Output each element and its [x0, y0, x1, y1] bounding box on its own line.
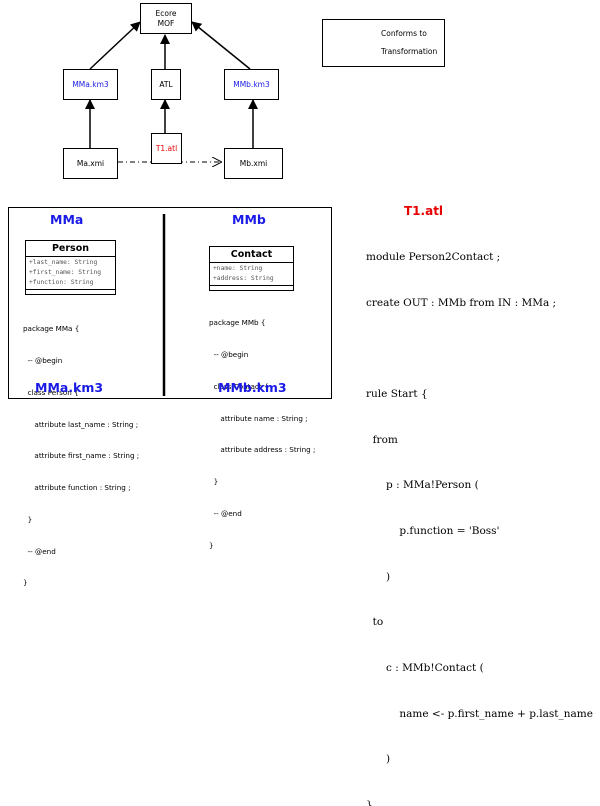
- person-attr: +function: String: [29, 279, 94, 286]
- atl-code-line: ): [366, 753, 391, 766]
- mma-code-line: package MMa {: [23, 324, 80, 334]
- person-attr: +last_name: String: [29, 259, 98, 266]
- mof-label: MOF: [157, 18, 175, 28]
- mma-code-line: }: [23, 514, 33, 524]
- atl-code-line: c : MMb!Contact (: [366, 661, 484, 674]
- mma-code-line: -- @end: [23, 546, 56, 556]
- mmb-code-line: -- @end: [209, 508, 242, 518]
- atl-code-line: create OUT : MMb from IN : MMa ;: [366, 297, 557, 310]
- atl-code-line: to: [366, 616, 384, 629]
- atl-code-line: }: [366, 798, 373, 806]
- mmb-km3-box: MMb.km3: [224, 69, 279, 100]
- contact-class: Contact +name: String +address: String: [209, 246, 294, 291]
- person-operations: [26, 290, 115, 294]
- ecore-mof-box: Ecore MOF: [140, 3, 192, 34]
- atl-box: ATL: [151, 69, 181, 100]
- mmb-code: package MMb { -- @begin class Contact { …: [209, 297, 315, 562]
- mmb-code-line: class Contact {: [209, 381, 269, 391]
- mma-km3-label: MMa.km3: [72, 79, 109, 89]
- mma-code: package MMa { -- @begin class Person { a…: [23, 303, 139, 600]
- atl-code-line: rule Start {: [366, 388, 428, 401]
- contact-attr: +address: String: [213, 275, 274, 282]
- atl-code: module Person2Contact ; create OUT : MMb…: [366, 220, 593, 806]
- atl-code-line: ​: [366, 342, 593, 357]
- mb-xmi-box: Mb.xmi: [224, 148, 283, 179]
- mma-km3-footer: MMa.km3: [35, 380, 104, 395]
- mmb-km3-label: MMb.km3: [233, 79, 270, 89]
- contact-attributes: +name: String +address: String: [210, 263, 293, 286]
- mmb-code-line: attribute address : String ;: [209, 445, 316, 455]
- mmb-code-line: package MMb {: [209, 318, 266, 328]
- mma-code-line: -- @begin: [23, 355, 63, 365]
- contact-operations: [210, 286, 293, 290]
- person-class-name: Person: [26, 241, 115, 257]
- atl-code-title: T1.atl: [404, 204, 444, 218]
- atl-code-line: name <- p.first_name + p.last_name: [366, 707, 593, 720]
- person-attr: +first_name: String: [29, 269, 102, 276]
- atl-code-line: ): [366, 570, 391, 583]
- atl-code-line: p : MMa!Person (: [366, 479, 479, 492]
- contact-class-name: Contact: [210, 247, 293, 263]
- metamodels-panel: [8, 207, 332, 399]
- mmb-code-line: -- @begin: [209, 349, 249, 359]
- arrow-mma-to-ecore: [89, 21, 141, 70]
- atl-code-line: p.function = 'Boss': [366, 525, 500, 538]
- legend-box: [322, 19, 445, 67]
- t1-atl-box: T1.atl: [151, 133, 182, 164]
- mmb-km3-footer: MMb.km3: [218, 380, 287, 395]
- legend-conforms-to: Conforms to: [381, 29, 427, 38]
- t1-atl-label: T1.atl: [155, 143, 178, 153]
- mmb-code-line: }: [209, 477, 219, 487]
- mmb-code-line: attribute name : String ;: [209, 413, 308, 423]
- mb-xmi-label: Mb.xmi: [239, 158, 268, 168]
- mma-code-line: attribute first_name : String ;: [23, 451, 140, 461]
- person-attributes: +last_name: String +first_name: String +…: [26, 257, 115, 290]
- mma-code-line: attribute last_name : String ;: [23, 419, 139, 429]
- atl-label: ATL: [159, 79, 173, 89]
- mmb-title: MMb: [232, 212, 266, 227]
- atl-code-line: module Person2Contact ;: [366, 251, 501, 264]
- ma-xmi-box: Ma.xmi: [63, 148, 118, 179]
- ecore-label: Ecore: [155, 9, 177, 19]
- mma-code-line: attribute function : String ;: [23, 483, 131, 493]
- mma-code-line: class Person {: [23, 387, 79, 397]
- mma-code-line: }: [23, 578, 28, 588]
- mma-title: MMa: [50, 212, 84, 227]
- legend-transformation: Transformation: [381, 47, 438, 56]
- arrow-mmb-to-ecore: [191, 21, 251, 70]
- person-class: Person +last_name: String +first_name: S…: [25, 240, 116, 295]
- atl-code-line: from: [366, 433, 398, 446]
- ma-xmi-label: Ma.xmi: [76, 158, 105, 168]
- contact-attr: +name: String: [213, 265, 263, 272]
- mmb-code-line: }: [209, 540, 214, 550]
- mma-km3-box: MMa.km3: [63, 69, 118, 100]
